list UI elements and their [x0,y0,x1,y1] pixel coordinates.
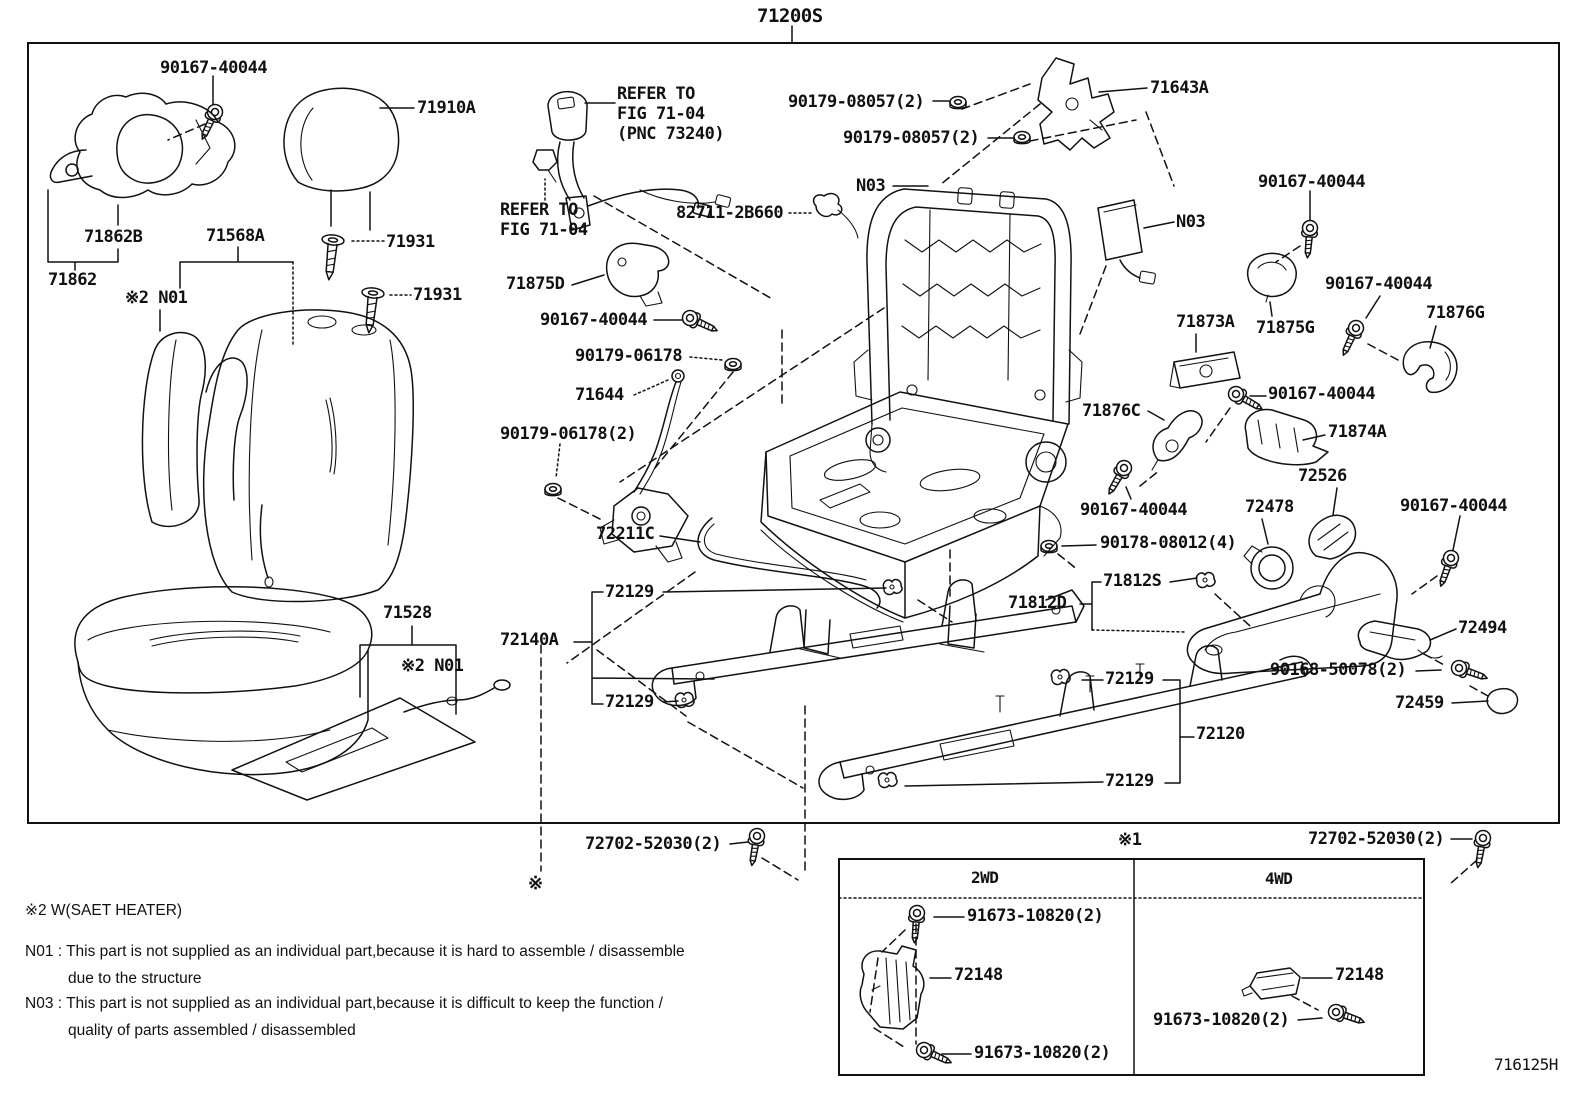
seat-cushion-71528 [74,586,373,776]
part-label-72526: 72526 [1298,466,1347,486]
part-label-82711-2B660: 82711-2B660 [676,203,784,223]
part-label-72148-b: 72148 [1335,965,1384,985]
part-label-90179-06178-2: 90179-06178(2) [500,424,637,444]
latch-71873A [1169,351,1241,389]
part-label-71931-b: 71931 [413,285,462,305]
part-label-71644: 71644 [575,385,624,405]
part-label-90179-08057-b: 90179-08057(2) [843,128,980,148]
seat-back-cover [141,309,414,603]
part-label-kome1: ※1 [1118,830,1142,850]
part-label-72702-52030-a: 72702-52030(2) [585,834,722,854]
seat-heater-pad [231,679,511,801]
part-label-kome: ※ [528,873,543,894]
part-label-90167-40044-e: 90167-40044 [1268,384,1376,404]
part-label-72129-d: 72129 [1105,771,1154,791]
part-label-71931-a: 71931 [386,232,435,252]
seat-rail-outer [818,645,1313,801]
part-label-71812D: 71812D [1008,593,1067,613]
dotted-leaders [292,178,1187,633]
dashed-lines [167,83,1489,1048]
part-label-col-2wd: 2WD [971,868,999,887]
part-label-90167-40044-b: 90167-40044 [1258,172,1366,192]
diagram-border [27,42,1560,824]
recliner-cover-71862 [49,92,236,199]
lever-71876C [1151,410,1203,471]
part-label-72129-a: 72129 [605,582,654,602]
part-label-71875D: 71875D [506,274,565,294]
part-label-refer-fig-pnc: REFER TO FIG 71-04 (PNC 73240) [617,84,725,144]
headrest-71910A [283,87,400,231]
seat-rail-inner [651,579,1085,707]
note-line-0: ※2 W(SAET HEATER) [25,902,183,919]
part-label-71876G: 71876G [1426,303,1485,323]
clip-82711-2B660 [812,192,859,239]
variant-table [838,858,1425,1076]
part-label-N03-a: N03 [856,176,886,196]
hinge-cover-71875D [605,242,670,307]
part-label-71862B: 71862B [84,227,143,247]
part-label-N03-b: N03 [1176,212,1206,232]
pad-72526 [1308,514,1357,560]
recline-handle-72478 [1243,545,1294,590]
part-label-71643A: 71643A [1150,78,1209,98]
seat-back-frame [853,187,1083,483]
seat-cushion-frame [760,391,1069,659]
lock-cable-71644 [599,369,689,563]
note-line-1: N01 : This part is not supplied as an in… [25,943,685,960]
part-label-page-code: 716125H [1494,1055,1558,1074]
bracket-72148-4wd [1241,967,1301,1000]
part-label-72478: 72478 [1245,497,1294,517]
part-label-72129-c: 72129 [1105,669,1154,689]
part-label-N01-b: ※2 N01 [401,656,464,676]
seat-belt-buckle [532,90,732,231]
part-label-col-4wd: 4WD [1265,869,1293,888]
part-label-72129-b: 72129 [605,692,654,712]
cap-71875G [1246,252,1297,303]
part-label-90167-40044-d: 90167-40044 [1325,274,1433,294]
part-label-72211C: 72211C [596,524,655,544]
cushion-shield-71812D [1186,552,1398,675]
note-line-4: quality of parts assembled / disassemble… [68,1022,356,1039]
control-box-N03 [1097,199,1156,285]
part-label-71910A: 71910A [417,98,476,118]
part-label-90179-08057-a: 90179-08057(2) [788,92,925,112]
part-label-71528: 71528 [383,603,432,623]
part-label-72702-52030-b: 72702-52030(2) [1308,829,1445,849]
part-label-90167-40044-f: 90167-40044 [1400,496,1508,516]
knob-72459 [1486,687,1519,715]
part-label-refer-fig: REFER TO FIG 71-04 [500,200,588,240]
part-label-71862: 71862 [48,270,97,290]
part-label-71876C: 71876C [1082,401,1141,421]
part-label-90178-08012-4: 90178-08012(4) [1100,533,1237,553]
part-label-72148-a: 72148 [954,965,1003,985]
part-label-90179-06178: 90179-06178 [575,346,683,366]
part-label-N01-a: ※2 N01 [125,288,188,308]
part-label-72120: 72120 [1196,724,1245,744]
part-label-fig-no: 71200S [757,5,823,27]
part-label-91673-10820-a: 91673-10820(2) [967,906,1104,926]
part-label-71875G: 71875G [1256,318,1315,338]
part-label-71874A: 71874A [1328,422,1387,442]
bracket-71643A [1037,57,1115,151]
part-label-90167-40044-c: 90167-40044 [540,310,648,330]
part-label-90167-40044-g: 90167-40044 [1080,500,1188,520]
part-label-72459: 72459 [1395,693,1444,713]
part-label-72140A: 72140A [500,630,559,650]
part-label-90168-50078-2: 90168-50078(2) [1270,660,1407,680]
part-label-91673-10820-c: 91673-10820(2) [1153,1010,1290,1030]
leader-lines [47,25,1489,1055]
bracket-72148-2wd [859,945,925,1030]
part-label-71812S: 71812S [1103,571,1162,591]
part-label-91673-10820-b: 91673-10820(2) [974,1043,1111,1063]
note-line-3: N03 : This part is not supplied as an in… [25,995,663,1012]
wire-72211C [697,517,881,609]
part-label-71568A: 71568A [206,226,265,246]
part-label-72494: 72494 [1458,618,1507,638]
note-line-2: due to the structure [68,970,202,987]
part-label-90167-40044-a: 90167-40044 [160,58,268,78]
part-label-71873A: 71873A [1176,312,1235,332]
